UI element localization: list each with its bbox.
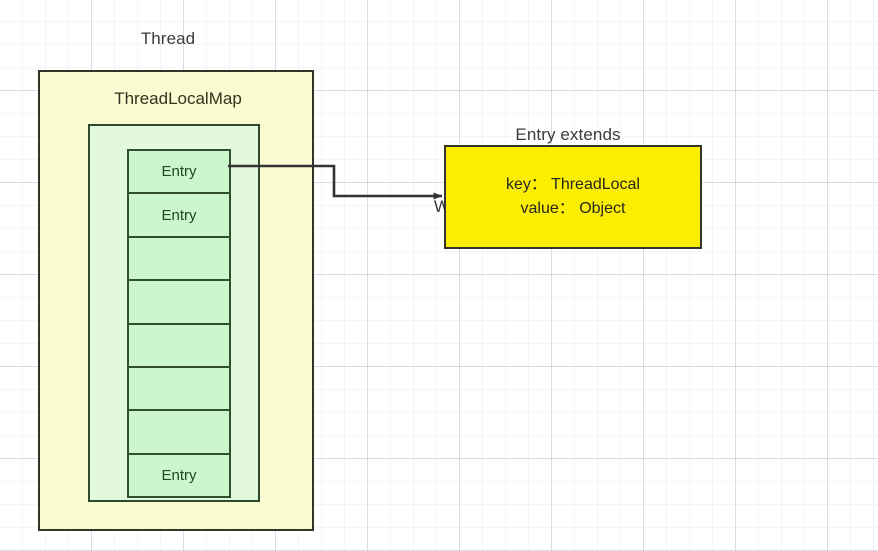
entry-table: Entry Entry Entry bbox=[127, 149, 231, 498]
entry-record-box: key： ThreadLocal value： Object bbox=[444, 145, 702, 249]
entry-record-value-line: value： Object bbox=[520, 200, 626, 217]
thread-box: ThreadLocalMap Entry Entry Entry bbox=[38, 70, 314, 531]
entry-slot bbox=[129, 281, 229, 325]
entry-slot bbox=[129, 237, 229, 282]
entry-record-key-line: key： ThreadLocal bbox=[505, 176, 640, 193]
entry-slot: Entry bbox=[129, 151, 229, 195]
entry-slot bbox=[129, 367, 229, 412]
thread-label: Thread bbox=[140, 29, 196, 48]
entry-slot bbox=[129, 411, 229, 455]
entry-slot: Entry bbox=[129, 454, 229, 496]
entry-slot bbox=[129, 324, 229, 368]
entry-slot: Entry bbox=[129, 194, 229, 238]
threadlocalmap-box: Entry Entry Entry bbox=[88, 124, 260, 502]
entry-class-caption-line1: Entry extends bbox=[515, 125, 621, 144]
threadlocalmap-label: ThreadLocalMap bbox=[114, 89, 242, 108]
